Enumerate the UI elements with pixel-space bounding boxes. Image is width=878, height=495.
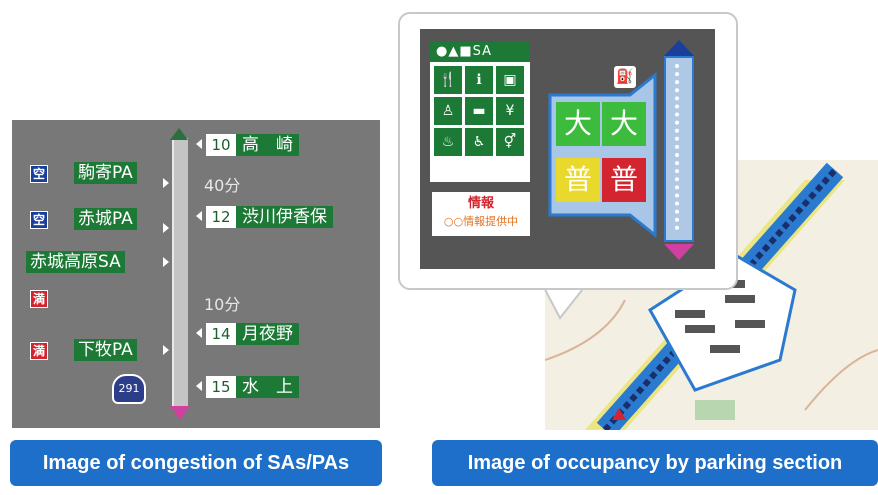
area-name: 赤城PA [74,208,137,230]
restaurant-icon: 🍴 [434,66,462,94]
expressway-strip [664,56,694,242]
parking-section-large: 大 [602,102,646,146]
direction-up-icon [170,128,188,140]
restroom-icon: ⚥ [496,128,524,156]
travel-time: 10分 [204,295,241,314]
parking-map [545,160,878,430]
left-caption: Image of congestion of SAs/PAs [10,440,382,486]
section-label: 普 [563,163,592,196]
arrow-right-icon [163,178,169,188]
info-box: 情報 ○○情報提供中 [432,192,530,236]
interchange-row: 10 高 崎 [206,134,299,156]
rest-bed-icon: ▬ [465,97,493,125]
section-label: 大 [563,107,592,140]
interchange-name: 月夜野 [236,323,299,345]
parking-section-frame [548,71,657,239]
parking-section-regular: 普 [556,158,600,202]
direction-down-icon [170,406,190,420]
hot-spring-icon: ♨ [434,128,462,156]
status-badge-full: 満 [30,342,48,360]
interchange-row: 12 渋川伊香保 [206,206,333,228]
arrow-left-icon [196,381,202,391]
nursing-room-icon: ♙ [434,97,462,125]
parking-section-regular: 普 [602,158,646,202]
info-icon: ℹ [465,66,493,94]
section-label: 大 [609,107,638,140]
status-badge-full: 満 [30,290,48,308]
section-label: 普 [609,163,638,196]
travel-time: 40分 [204,176,241,195]
services-header: ●▲■SA [430,42,530,62]
direction-down-icon [664,244,694,260]
arrow-right-icon [163,223,169,233]
arrow-left-icon [196,139,202,149]
services-box: ●▲■SA 🍴 ℹ ▣ ♙ ▬ ¥ ♨ ♿ ⚥ [430,42,530,182]
current-location-icon [612,408,626,420]
status-badge-empty: 空 [30,211,48,229]
arrow-right-icon [163,345,169,355]
interchange-number: 12 [206,206,236,228]
interchange-name: 高 崎 [236,134,299,156]
expressway-bar [172,138,188,406]
fuel-pump-icon: ⛽ [614,66,636,88]
interchange-number: 14 [206,323,236,345]
service-icon-grid: 🍴 ℹ ▣ ♙ ▬ ¥ ♨ ♿ ⚥ [430,62,530,160]
interchange-name: 水 上 [236,376,299,398]
info-title: 情報 [467,196,494,211]
area-name: 赤城高原SA [26,251,125,273]
interchange-row: 15 水 上 [206,376,299,398]
direction-up-icon [664,40,694,56]
info-text: ○○情報提供中 [443,215,519,228]
arrow-right-icon [163,257,169,267]
interchange-name: 渋川伊香保 [236,206,333,228]
arrow-left-icon [196,328,202,338]
right-caption: Image of occupancy by parking section [432,440,878,486]
parking-section-large: 大 [556,102,600,146]
atm-icon: ¥ [496,97,524,125]
interchange-number: 10 [206,134,236,156]
arrow-left-icon [196,211,202,221]
route-shield-icon: 291 [112,374,146,404]
area-name: 駒寄PA [74,162,137,184]
congestion-sign-board [12,120,380,428]
status-badge-empty: 空 [30,165,48,183]
shop-icon: ▣ [496,66,524,94]
area-name: 下牧PA [74,339,137,361]
interchange-number: 15 [206,376,236,398]
interchange-row: 14 月夜野 [206,323,299,345]
lane-divider [675,64,683,230]
accessible-toilet-icon: ♿ [465,128,493,156]
